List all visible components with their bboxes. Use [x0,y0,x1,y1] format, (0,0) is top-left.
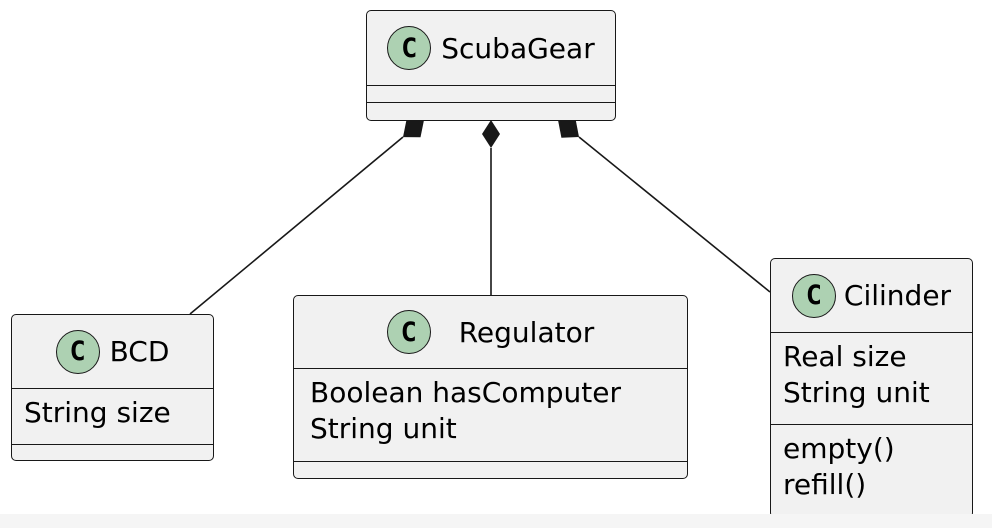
attribute: String unit [310,412,457,445]
attribute: String unit [783,376,930,409]
class-header: C BCD [12,315,213,389]
class-stereotype-icon: C [387,26,432,70]
class-stereotype-icon: C [386,310,431,354]
class-bcd: C BCD String size [11,314,214,461]
composition-diamond-icon [482,120,500,148]
class-name: Regulator [458,315,595,349]
composition-diamond-icon [403,119,424,138]
methods-compartment [294,461,687,478]
attribute: Real size [783,340,907,373]
attribute: String size [24,396,171,429]
canvas-bottom-edge [0,514,992,528]
attributes-compartment: String size [12,389,213,444]
composition-line [189,136,404,315]
attributes-compartment: Real size String unit [771,333,972,424]
methods-compartment: empty() refill() [771,424,972,516]
composition-scubagear-cilinder [558,119,771,293]
class-name: BCD [109,335,170,368]
method: empty() [783,432,895,465]
composition-scubagear-bcd [189,119,424,315]
class-header: C ScubaGear [367,11,615,86]
class-name: Cilinder [843,279,952,312]
class-stereotype-icon: C [791,273,836,318]
attributes-compartment: Boolean hasComputer String unit [294,369,687,461]
methods-compartment [12,444,213,460]
class-regulator: C Regulator Boolean hasComputer String u… [293,295,688,479]
class-header: C Cilinder [771,259,972,333]
composition-line [578,136,771,293]
class-cilinder: C Cilinder Real size String unit empty()… [770,258,973,518]
class-name: ScubaGear [441,31,595,65]
class-stereotype-icon: C [55,329,100,374]
attribute: Boolean hasComputer [310,376,621,409]
composition-scubagear-regulator [482,120,500,296]
attributes-compartment [367,86,615,102]
class-scubagear: C ScubaGear [366,10,616,121]
method: refill() [783,468,867,501]
composition-diamond-icon [558,119,579,138]
methods-compartment [367,102,615,119]
class-header: C Regulator [294,296,687,369]
